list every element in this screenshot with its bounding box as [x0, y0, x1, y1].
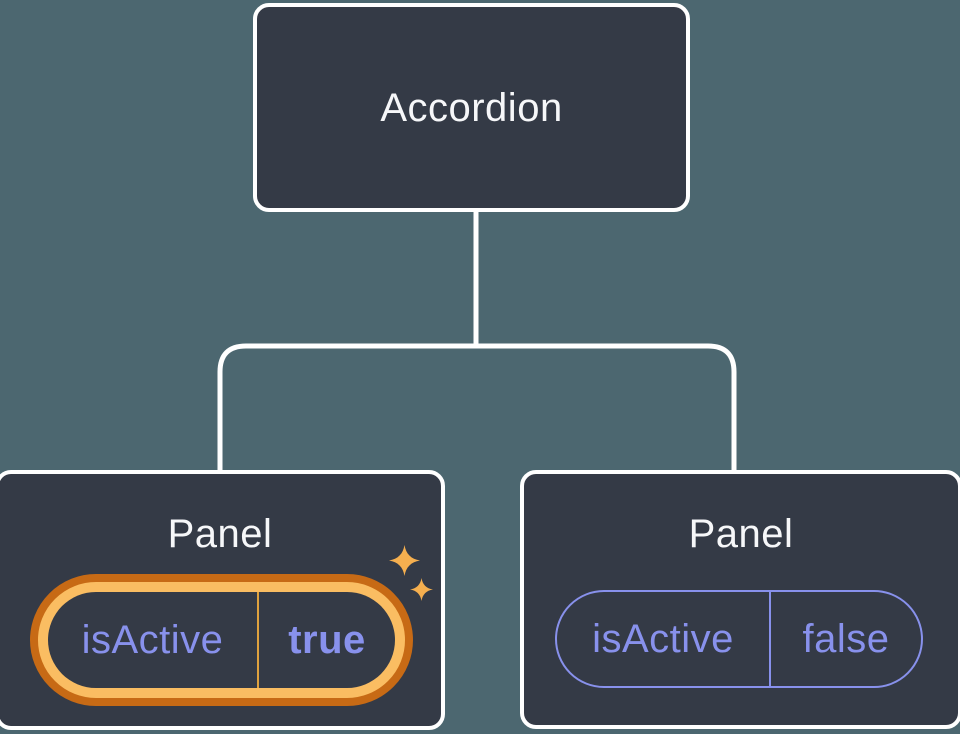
panel-node-label: Panel: [688, 512, 794, 556]
pill-divider: [769, 592, 771, 686]
pill-divider: [257, 592, 259, 688]
state-key-label: isActive: [81, 617, 224, 662]
state-value-label: false: [802, 616, 890, 661]
root-node-accordion: Accordion: [253, 3, 690, 212]
panel-node-active: Panel isActive true: [0, 470, 445, 730]
state-pill-active: isActive true: [30, 574, 413, 706]
state-pill-inactive: isActive false: [555, 590, 923, 688]
panel-node-label: Panel: [167, 512, 273, 556]
state-pill-core: isActive true: [48, 592, 395, 688]
sparkle-icon: [389, 545, 420, 576]
state-key-label: isActive: [592, 616, 734, 661]
sparkle-icon-small: [410, 578, 433, 601]
connector-branch: [217, 343, 737, 472]
root-node-label: Accordion: [380, 85, 563, 130]
panel-node-inactive: Panel isActive false: [520, 470, 960, 729]
state-value-label: true: [288, 617, 366, 662]
